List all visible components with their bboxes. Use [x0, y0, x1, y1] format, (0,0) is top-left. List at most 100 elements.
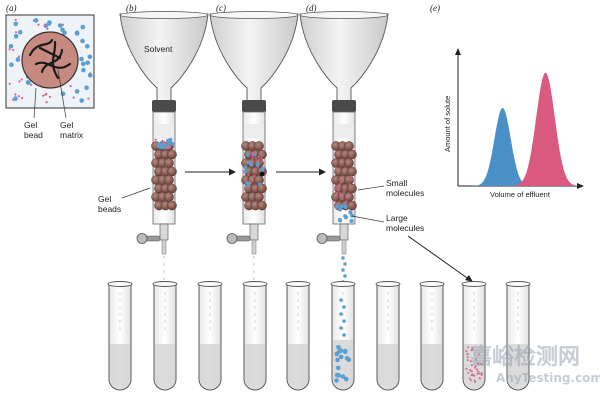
large-molecule	[349, 219, 354, 223]
large-molecule	[344, 355, 350, 361]
large-molecule	[335, 204, 339, 209]
solvent-layer	[154, 124, 174, 138]
tube-rim	[461, 281, 487, 287]
test-tube	[505, 281, 531, 391]
small-molecule	[466, 359, 469, 362]
large-molecule	[33, 18, 39, 23]
small-molecule	[348, 183, 351, 186]
large-molecule	[348, 210, 353, 215]
large-molecule	[13, 96, 18, 101]
small-molecule	[154, 141, 157, 144]
large-molecule	[342, 349, 348, 355]
small-molecule	[334, 187, 337, 190]
falling-molecule	[343, 262, 347, 266]
gel-bead	[347, 149, 357, 160]
small-molecule	[477, 353, 480, 356]
funnel-rim	[299, 11, 389, 19]
large-molecule	[255, 162, 260, 167]
small-molecule	[477, 362, 480, 365]
small-molecule	[341, 198, 344, 200]
gel-bead	[344, 192, 354, 202]
small-molecule	[44, 23, 47, 26]
small-molecule	[478, 377, 481, 380]
gel-beads-pointer	[121, 187, 151, 199]
small-molecule	[260, 157, 263, 160]
gel-bead	[167, 149, 177, 160]
large-molecule	[13, 21, 19, 27]
small-molecule	[467, 346, 470, 349]
small-molecule	[470, 374, 473, 377]
small-molecule	[470, 349, 473, 352]
falling-molecule	[342, 305, 346, 309]
small-molecule	[335, 194, 338, 197]
small-molecule	[44, 93, 47, 96]
tube-liquid	[155, 344, 175, 389]
test-tubes	[107, 281, 531, 391]
large-molecule	[85, 44, 90, 49]
stopper	[152, 100, 176, 112]
gel-bead	[167, 200, 177, 211]
small-molecule	[72, 96, 75, 99]
gel-matrix-strands	[28, 38, 72, 80]
small-molecule	[339, 184, 342, 187]
small-molecule	[351, 178, 353, 181]
gel-bead	[167, 183, 177, 194]
large-molecule	[336, 365, 341, 371]
small-molecule	[477, 370, 480, 373]
small-molecule	[342, 176, 345, 179]
small-molecule	[166, 147, 169, 150]
stopcock-knob	[226, 233, 238, 244]
small-molecule	[345, 196, 348, 199]
small-molecule	[18, 80, 21, 83]
large-molecule	[243, 169, 248, 174]
small-molecule	[469, 360, 472, 363]
stopcock-knob	[316, 233, 328, 244]
small-molecule	[48, 95, 52, 98]
panel-label-e: (e)	[430, 3, 440, 13]
tube-liquid	[508, 344, 528, 389]
gel-beads	[151, 141, 177, 211]
highlight-dot	[259, 171, 265, 177]
test-tube	[197, 281, 223, 391]
small-molecule	[17, 95, 20, 98]
small-molecule	[469, 369, 472, 372]
small-molecule	[478, 372, 481, 375]
large-molecule	[15, 57, 21, 62]
panel-label-a: (a)	[6, 3, 17, 13]
small-molecule	[253, 175, 256, 177]
small-molecule	[257, 165, 259, 168]
drip-tip	[161, 239, 167, 255]
stopcock-knob	[136, 233, 148, 244]
small-molecule	[8, 48, 11, 51]
column-molecules	[154, 137, 175, 150]
small-molecule	[338, 192, 341, 195]
test-tube	[330, 281, 356, 391]
small-molecule	[154, 138, 157, 141]
gel-bead	[254, 158, 264, 168]
large-molecule	[80, 24, 86, 30]
stopper	[242, 100, 266, 112]
gel-beads	[241, 141, 267, 211]
small-molecule	[45, 101, 48, 104]
outlet	[159, 223, 169, 241]
elution-chart	[455, 48, 584, 189]
large-molecule	[337, 217, 342, 222]
large-molecule	[85, 60, 90, 66]
tube-rim	[242, 281, 268, 287]
small-molecule	[474, 366, 476, 369]
chart-series	[462, 72, 578, 186]
test-tube	[419, 281, 445, 391]
outlet	[339, 223, 349, 241]
tube-rim	[285, 281, 311, 287]
tube-liquid	[110, 344, 130, 389]
small-molecule	[30, 83, 33, 86]
small-molecule	[476, 368, 478, 371]
column-d	[299, 11, 389, 302]
drip-tip	[251, 239, 257, 255]
gel-bead	[344, 141, 354, 151]
flow-arrows	[185, 168, 473, 282]
large-molecule	[46, 21, 52, 26]
large-molecule	[74, 89, 80, 94]
tube-rim	[419, 281, 445, 287]
column-molecules	[334, 167, 354, 223]
